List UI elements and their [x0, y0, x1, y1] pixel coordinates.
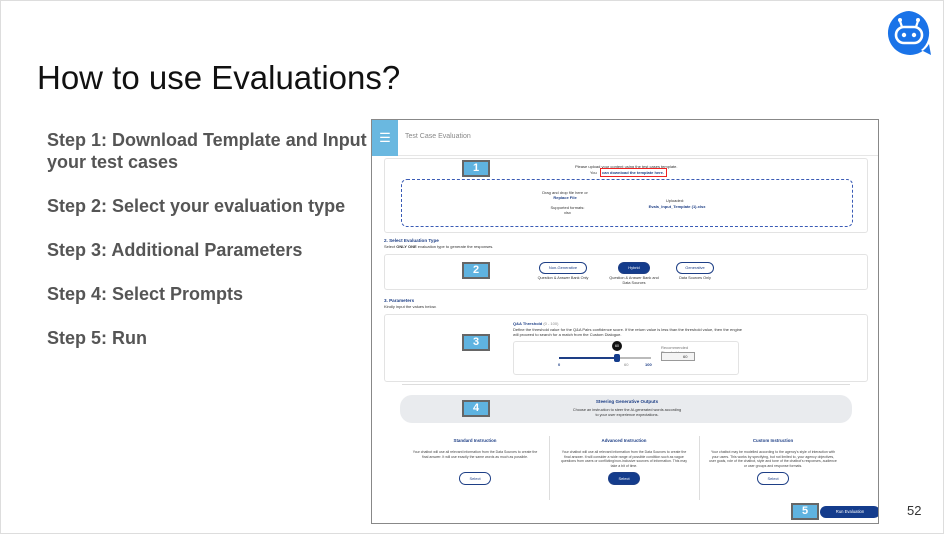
column-divider-2 — [699, 436, 700, 500]
file-drop-zone[interactable] — [401, 179, 853, 227]
advanced-instruction-title: Advanced Instruction — [601, 438, 647, 443]
eval-type-instruction-post: evaluation type to generate the response… — [416, 244, 494, 249]
threshold-range: (0 - 100) — [543, 321, 559, 326]
eval-type-card: Non-Generative Question & Answer Bank On… — [384, 254, 868, 290]
download-link-highlight — [600, 168, 667, 177]
uploaded-file-name[interactable]: Evals_Input_Template (1).xlsx — [648, 204, 706, 209]
slider-min-label: 0 — [558, 362, 561, 367]
standard-select-button[interactable]: Select — [459, 472, 491, 485]
step-4: Step 4: Select Prompts — [47, 284, 244, 304]
eval-type-instruction: Select ONLY ONE evaluation type to gener… — [384, 244, 584, 249]
app-title: Test Case Evaluation — [405, 133, 471, 140]
non-generative-button[interactable]: Non-Generative — [539, 262, 587, 274]
upload-instruction: Please upload your content using the tes… — [575, 164, 678, 169]
run-evaluation-button[interactable]: Run Evaluation — [820, 506, 878, 518]
replace-file-link[interactable]: Replace File — [553, 195, 577, 200]
step-5: Step 5: Run — [47, 328, 148, 348]
custom-instruction-title: Custom Instruction — [752, 438, 794, 443]
custom-select-button[interactable]: Select — [757, 472, 789, 485]
threshold-slider-value-text: 60 — [615, 344, 619, 348]
threshold-slider-value: 60 — [612, 341, 622, 351]
step-2: Step 2: Select your evaluation type — [47, 196, 346, 216]
upload-card: Please upload your content using the tes… — [384, 158, 868, 233]
custom-instruction-desc: Your chatbot may be modelled according t… — [709, 450, 837, 468]
column-divider-1 — [549, 436, 550, 500]
page-number: 52 — [907, 503, 922, 518]
callout-2: 2 — [462, 262, 490, 279]
parameters-instruction: Kindly input the values below. — [384, 304, 437, 309]
drop-text: Drag and drop file here or — [542, 190, 588, 195]
steps-list: Step 1: Download Template and Input your… — [47, 129, 367, 371]
slider-tick-label: 60 — [624, 362, 629, 367]
app-topbar: ☰ Test Case Evaluation — [372, 120, 878, 156]
threshold-slider-fill — [559, 357, 614, 359]
parameters-heading: 3. Parameters — [384, 298, 415, 303]
chatbot-logo-icon — [885, 9, 933, 57]
steering-banner-title: Steering Generative Outputs — [595, 399, 659, 404]
slide-title: How to use Evaluations? — [37, 59, 401, 96]
non-generative-caption: Question & Answer Bank Only — [537, 276, 589, 280]
hamburger-icon[interactable]: ☰ — [372, 120, 398, 156]
standard-instruction-desc: Your chatbot will use all relevant infor… — [412, 450, 538, 459]
hybrid-button[interactable]: Hybrid — [618, 262, 650, 274]
formats-value: xlsx — [564, 210, 571, 215]
threshold-input-value: 60 — [683, 354, 688, 359]
callout-5: 5 — [791, 503, 819, 520]
step-1: Step 1: Download Template and Input your… — [47, 130, 367, 172]
threshold-description: Define the threshold value for the Q&A P… — [513, 327, 743, 337]
generative-caption: Data Sources Only — [679, 276, 711, 280]
callout-3: 3 — [462, 334, 490, 351]
threshold-slider-knob[interactable] — [614, 354, 620, 362]
app-screenshot: ☰ Test Case Evaluation Please upload you… — [371, 119, 879, 524]
advanced-instruction-desc: Your chatbot will use all relevant infor… — [561, 450, 687, 468]
steering-banner-desc: Choose an instruction to steer the AI-ge… — [572, 408, 682, 417]
threshold-title: Q&A Threshold (0 - 100) — [513, 321, 633, 326]
eval-type-instruction-pre: Select — [384, 244, 397, 249]
eval-type-heading: 2. Select Evaluation Type — [384, 238, 439, 243]
threshold-title-text: Q&A Threshold — [513, 321, 543, 326]
standard-instruction-title: Standard Instruction — [453, 438, 497, 443]
uploaded-label: Uploaded: — [665, 198, 685, 203]
hybrid-caption: Question & Answer Bank and Data Sources — [609, 276, 659, 285]
generative-button[interactable]: Generative — [676, 262, 714, 274]
download-template-link[interactable]: can download the template here. — [602, 170, 665, 175]
section-divider — [402, 384, 850, 385]
formats-label: Supported formats: — [550, 205, 585, 210]
eval-type-instruction-bold: ONLY ONE — [396, 244, 417, 249]
callout-4: 4 — [462, 400, 490, 417]
slider-max-label: 100 — [645, 362, 652, 367]
step-3: Step 3: Additional Parameters — [47, 240, 303, 260]
advanced-select-button[interactable]: Select — [608, 472, 640, 485]
threshold-input[interactable]: 60 — [661, 352, 695, 361]
parameters-card: Q&A Threshold (0 - 100) Define the thres… — [384, 314, 868, 382]
download-prefix: You — [590, 170, 597, 175]
callout-1: 1 — [462, 160, 490, 177]
